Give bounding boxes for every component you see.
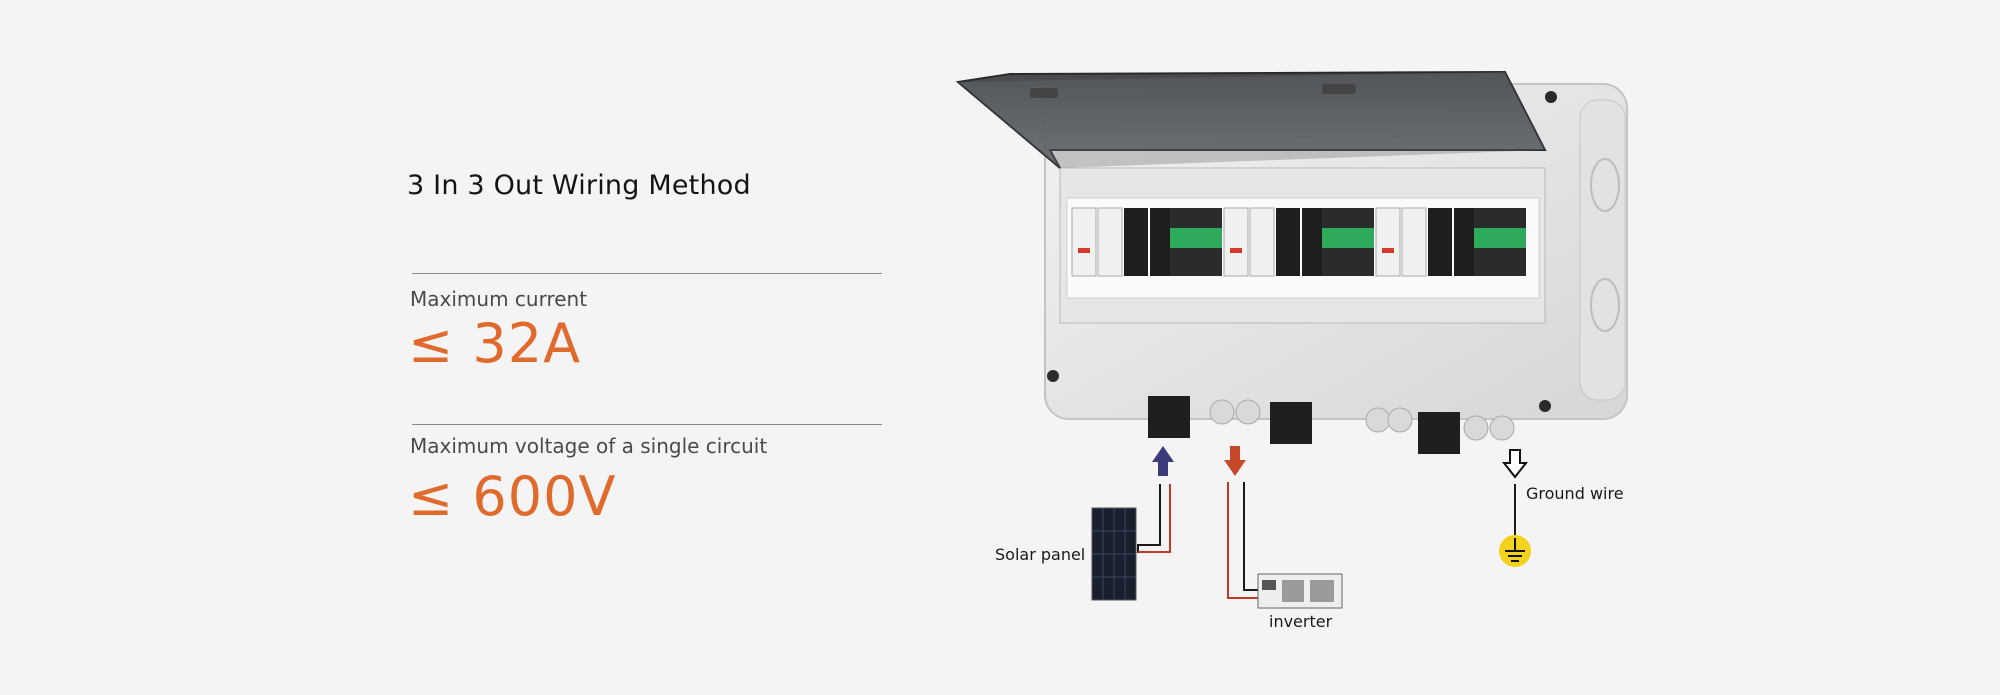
divider-2 <box>412 424 882 425</box>
transparent-lid <box>955 70 1547 169</box>
divider-1 <box>412 273 882 274</box>
ground-arrow-icon <box>1501 449 1529 479</box>
solar-panel-icon <box>1091 507 1137 601</box>
spec-label-current: Maximum current <box>410 287 588 311</box>
inverter-icon <box>1257 573 1343 609</box>
page-title: 3 In 3 Out Wiring Method <box>407 170 751 201</box>
connectors <box>1148 396 1515 454</box>
ground-symbol-icon <box>1499 535 1531 567</box>
spec-value-voltage: ≤ 600V <box>408 465 617 528</box>
ground-wire-label: Ground wire <box>1526 484 1624 503</box>
output-arrow-icon <box>1224 446 1246 476</box>
solar-panel-label: Solar panel <box>995 545 1086 564</box>
input-arrow-icon <box>1152 446 1174 476</box>
wiring <box>1137 482 1516 599</box>
inverter-label: inverter <box>1269 612 1333 631</box>
breaker-row <box>1071 207 1526 277</box>
spec-value-current: ≤ 32A <box>408 312 582 375</box>
spec-label-voltage: Maximum voltage of a single circuit <box>410 434 768 458</box>
